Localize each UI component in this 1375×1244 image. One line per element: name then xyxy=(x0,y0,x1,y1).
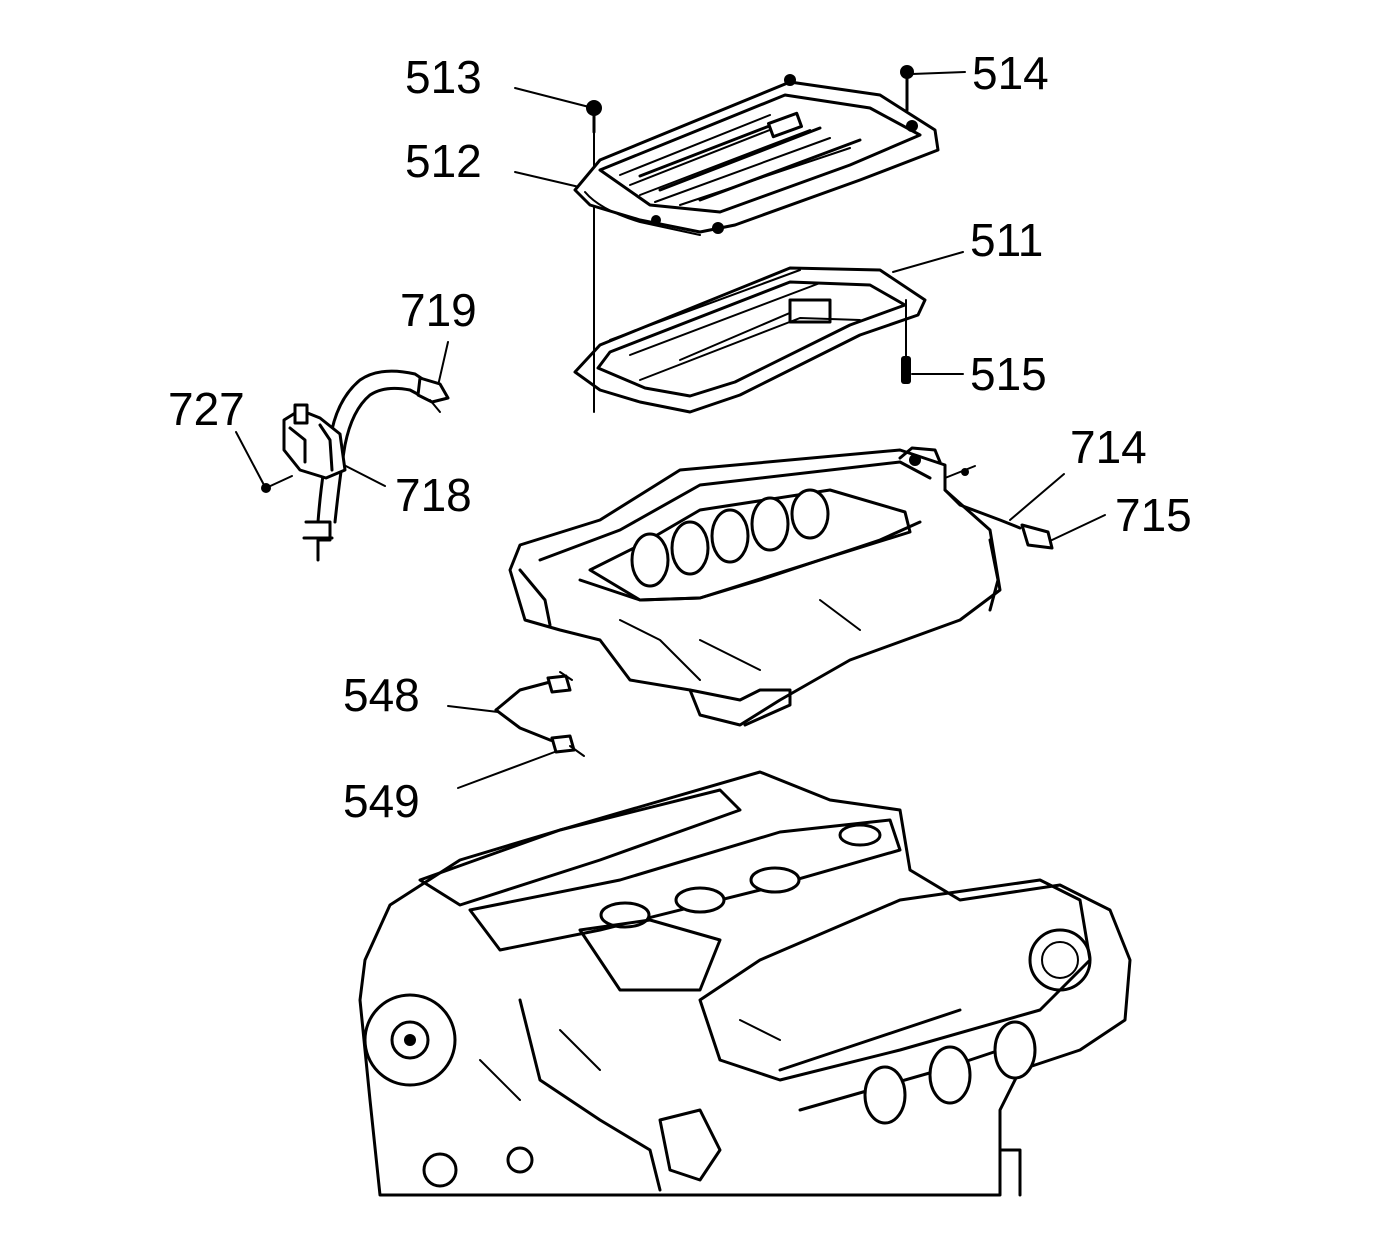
callout-719: 719 xyxy=(400,284,477,336)
callout-513: 513 xyxy=(405,51,482,103)
callout-549: 549 xyxy=(343,775,420,827)
callout-718: 718 xyxy=(395,469,472,521)
callout-511: 511 xyxy=(970,214,1044,266)
callout-727: 727 xyxy=(168,383,245,435)
callout-548: 548 xyxy=(343,669,420,721)
upper-intake-cover-icon xyxy=(573,74,940,236)
bolt-514-icon xyxy=(900,65,914,112)
bolt-515-icon xyxy=(901,299,911,384)
callout-714: 714 xyxy=(1070,421,1147,473)
callout-715: 715 xyxy=(1115,489,1192,541)
callout-514: 514 xyxy=(972,47,1049,99)
callout-515: 515 xyxy=(970,348,1047,400)
cover-gasket-icon xyxy=(573,266,927,414)
leader-lines xyxy=(235,71,1106,789)
pcv-hose-assembly-icon xyxy=(261,369,450,562)
vacuum-tube-icon xyxy=(494,671,585,757)
callout-512: 512 xyxy=(405,135,482,187)
engine-block-icon xyxy=(358,770,1132,1197)
intake-manifold-icon xyxy=(508,446,1054,727)
